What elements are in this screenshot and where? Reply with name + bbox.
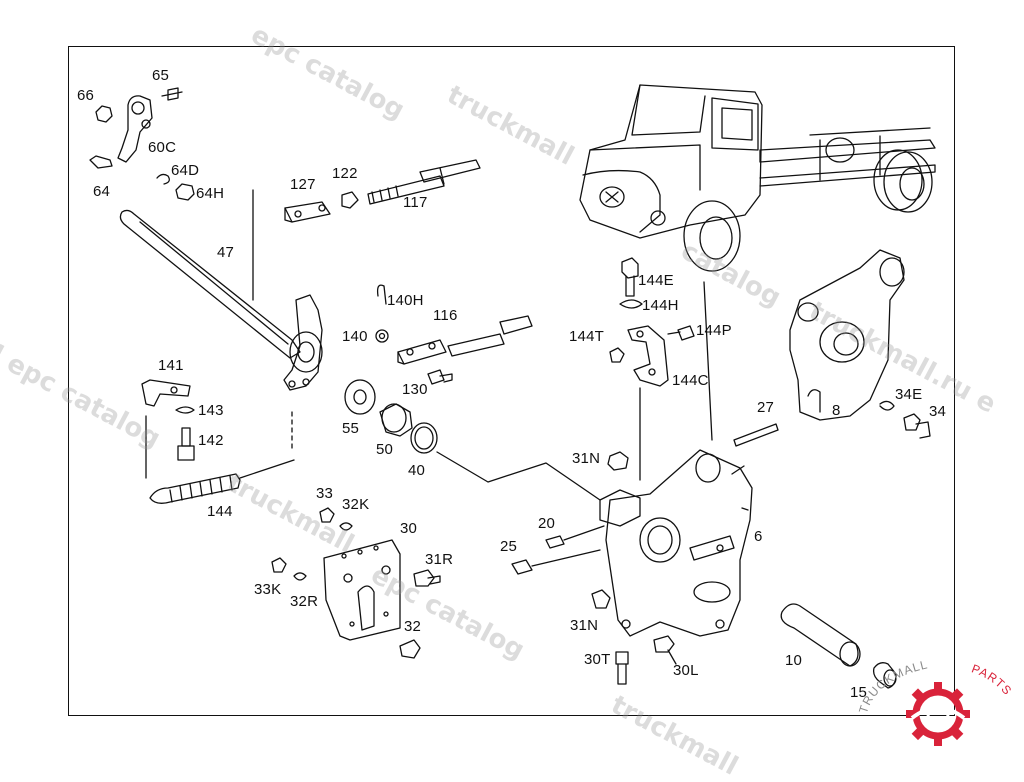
part-label: 130 (402, 381, 428, 398)
brand-text-right: PARTS (970, 661, 1014, 698)
part-label: 66 (77, 87, 95, 104)
washers-55-50-40 (344, 379, 601, 501)
part-label: 31R (425, 551, 454, 568)
part-label: 31N (572, 450, 601, 467)
gear-logo-icon: TRUCKMALL PARTS (856, 658, 1015, 746)
bracket-144c (609, 257, 695, 481)
part-label: 144H (642, 297, 679, 314)
part-label: 64 (93, 183, 111, 200)
part-label: 6 (754, 528, 763, 545)
part-label: 33K (254, 581, 282, 598)
part-label: 60C (148, 139, 177, 156)
diagram-drawing (89, 84, 936, 689)
part-label: 32K (342, 496, 370, 513)
part-label: 142 (198, 432, 224, 449)
truckmallparts-logo: TRUCKMALL PARTS (852, 658, 1024, 750)
part-label: 144C (672, 372, 709, 389)
part-label: 30L (673, 662, 699, 679)
part-label: 144 (207, 503, 233, 520)
linkage-116 (375, 284, 533, 385)
part-label: 10 (785, 652, 803, 669)
svg-text:PARTS: PARTS (970, 661, 1015, 698)
part-label: 15 (850, 684, 868, 701)
spring-144 (141, 379, 295, 504)
sleeve-10 (780, 603, 897, 689)
part-label: 31N (570, 617, 599, 634)
part-label: 144T (569, 328, 604, 345)
part-label: 30T (584, 651, 611, 668)
part-label: 64D (171, 162, 200, 179)
part-label: 47 (217, 244, 235, 261)
part-label: 27 (757, 399, 775, 416)
part-label: 32R (290, 593, 319, 610)
part-label: 34 (929, 403, 947, 420)
bracket-8 (703, 249, 931, 441)
part-label: 144E (638, 272, 674, 289)
bracket-60c (89, 87, 195, 201)
parts-diagram: epc catalog truckmall catalog truckmall.… (0, 20, 1024, 782)
housing-6 (511, 423, 779, 685)
part-label: 55 (342, 420, 360, 437)
part-label: 25 (500, 538, 518, 555)
part-label: 50 (376, 441, 394, 458)
clevis-127 (284, 159, 481, 223)
part-label: 64H (196, 185, 225, 202)
part-label: 33 (316, 485, 334, 502)
plate-30 (271, 507, 441, 659)
part-label: 140H (387, 292, 424, 309)
part-label: 30 (400, 520, 418, 537)
part-label: 8 (832, 402, 841, 419)
part-label: 122 (332, 165, 358, 182)
part-label: 143 (198, 402, 224, 419)
part-label: 65 (152, 67, 170, 84)
part-label: 40 (408, 462, 426, 479)
part-label: 140 (342, 328, 368, 345)
part-label: 116 (433, 307, 458, 324)
part-label: 141 (158, 357, 184, 374)
part-label: 117 (403, 194, 428, 211)
diagram-frame (68, 46, 955, 716)
part-label: 34E (895, 386, 923, 403)
part-label: 20 (538, 515, 556, 532)
truck-illustration (579, 84, 936, 272)
part-label: 32 (404, 618, 422, 635)
part-label: 144P (696, 322, 732, 339)
lever-47 (119, 189, 323, 391)
part-label: 127 (290, 176, 316, 193)
